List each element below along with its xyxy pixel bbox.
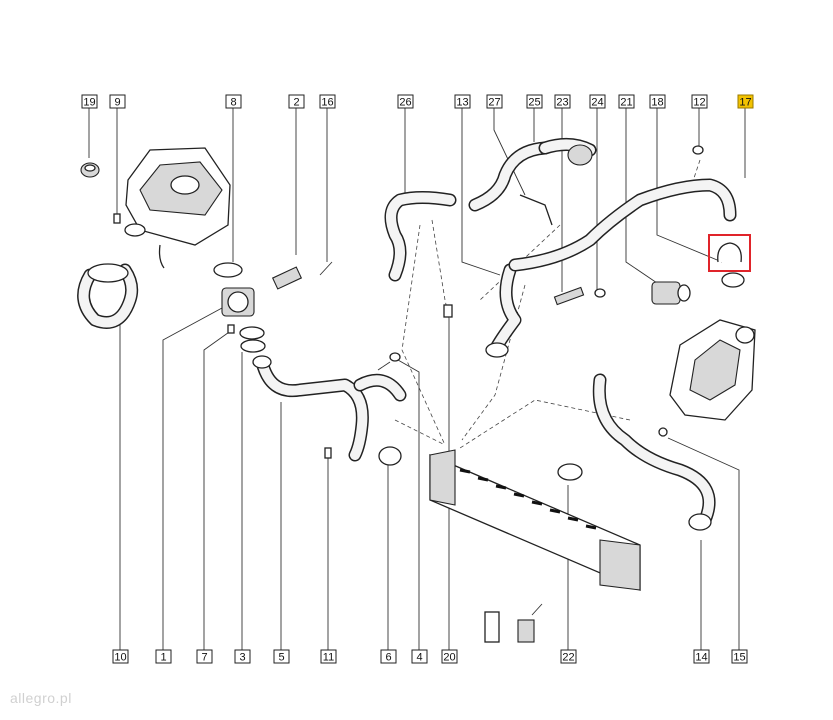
callout-25[interactable]: 25 xyxy=(526,94,543,109)
leader-lines xyxy=(88,108,746,650)
svg-text:3: 3 xyxy=(239,652,245,664)
clip-part-12 xyxy=(692,145,704,155)
o-ring-part-8 xyxy=(213,262,243,278)
svg-text:20: 20 xyxy=(443,652,455,664)
callout-14[interactable]: 14 xyxy=(693,649,710,664)
detail-bolt-inset xyxy=(484,603,543,643)
callout-8[interactable]: 8 xyxy=(225,94,242,109)
hose-part-26 xyxy=(384,191,457,282)
svg-text:15: 15 xyxy=(733,652,745,664)
svg-text:17: 17 xyxy=(739,97,751,109)
svg-text:14: 14 xyxy=(695,652,707,664)
callout-17-highlighted[interactable]: 17 xyxy=(737,94,754,109)
callout-3[interactable]: 3 xyxy=(234,649,251,664)
callout-6[interactable]: 6 xyxy=(380,649,397,664)
pipe-part-13 xyxy=(485,263,522,358)
o-ring-part-6 xyxy=(378,446,402,466)
callout-26[interactable]: 26 xyxy=(397,94,414,109)
air-flow-meter-part-1 xyxy=(221,287,255,317)
svg-text:10: 10 xyxy=(114,652,126,664)
callout-19[interactable]: 19 xyxy=(81,94,98,109)
watermark: allegro.pl xyxy=(10,690,72,706)
hose-part-27 xyxy=(468,141,553,226)
svg-text:23: 23 xyxy=(556,97,568,109)
svg-text:25: 25 xyxy=(528,97,540,109)
clip-part-15 xyxy=(658,427,668,437)
svg-text:24: 24 xyxy=(591,97,603,109)
pipe-part-18 xyxy=(508,178,737,272)
svg-text:21: 21 xyxy=(620,97,632,109)
callout-1[interactable]: 1 xyxy=(155,649,172,664)
callout-7[interactable]: 7 xyxy=(196,649,213,664)
svg-text:6: 6 xyxy=(385,652,391,664)
callout-5[interactable]: 5 xyxy=(273,649,290,664)
svg-text:16: 16 xyxy=(321,97,333,109)
turbo-intake-hose-part-5 xyxy=(252,355,407,462)
svg-text:5: 5 xyxy=(278,652,284,664)
callout-18[interactable]: 18 xyxy=(649,94,666,109)
screw-part-16 xyxy=(319,261,333,276)
intake-manifold-part xyxy=(669,319,756,421)
intercooler xyxy=(429,449,641,591)
sensor-part-23 xyxy=(553,286,585,306)
clamp-parts-7-3 xyxy=(227,324,266,353)
callout-4[interactable]: 4 xyxy=(411,649,428,664)
hose-part-25 xyxy=(538,138,597,166)
callout-9[interactable]: 9 xyxy=(109,94,126,109)
svg-text:12: 12 xyxy=(693,97,705,109)
svg-text:18: 18 xyxy=(651,97,663,109)
callout-11[interactable]: 11 xyxy=(320,649,337,664)
air-filter-box xyxy=(124,147,231,269)
svg-text:22: 22 xyxy=(562,652,574,664)
callout-16[interactable]: 16 xyxy=(319,94,336,109)
callout-2[interactable]: 2 xyxy=(288,94,305,109)
svg-text:19: 19 xyxy=(83,97,95,109)
callouts-bottom: 10 1 7 3 5 11 6 4 xyxy=(112,649,748,664)
svg-text:8: 8 xyxy=(230,97,236,109)
callout-12[interactable]: 12 xyxy=(691,94,708,109)
svg-text:1: 1 xyxy=(160,652,166,664)
callout-27[interactable]: 27 xyxy=(486,94,503,109)
selection-box-part-17 xyxy=(708,234,751,288)
callout-13[interactable]: 13 xyxy=(454,94,471,109)
callout-10[interactable]: 10 xyxy=(112,649,129,664)
hose-part-14 xyxy=(592,373,716,531)
intake-duct-part-10 xyxy=(77,263,139,329)
callout-24[interactable]: 24 xyxy=(589,94,606,109)
svg-text:11: 11 xyxy=(323,652,334,664)
svg-text:2: 2 xyxy=(293,97,299,109)
sensor-part-2 xyxy=(271,266,303,290)
svg-text:4: 4 xyxy=(416,652,422,664)
callout-15[interactable]: 15 xyxy=(731,649,748,664)
bolt-part-4 xyxy=(377,352,401,371)
bolt-part-11 xyxy=(324,447,332,459)
svg-text:9: 9 xyxy=(114,97,120,109)
callout-20[interactable]: 20 xyxy=(441,649,458,664)
callout-21[interactable]: 21 xyxy=(618,94,635,109)
svg-text:13: 13 xyxy=(456,97,468,109)
svg-text:27: 27 xyxy=(488,97,500,109)
valve-part-21 xyxy=(651,281,691,305)
callout-22[interactable]: 22 xyxy=(560,649,577,664)
clamp-part-22 xyxy=(557,463,583,481)
svg-text:7: 7 xyxy=(201,652,207,664)
bolt-part-20 xyxy=(443,304,453,318)
callout-23[interactable]: 23 xyxy=(554,94,571,109)
screw-part-9 xyxy=(113,213,121,224)
grommet-part-19 xyxy=(80,162,100,178)
clip-part-24 xyxy=(594,288,606,298)
svg-text:26: 26 xyxy=(399,97,411,109)
callouts-top: 19 9 8 2 16 26 13 27 xyxy=(81,94,754,109)
